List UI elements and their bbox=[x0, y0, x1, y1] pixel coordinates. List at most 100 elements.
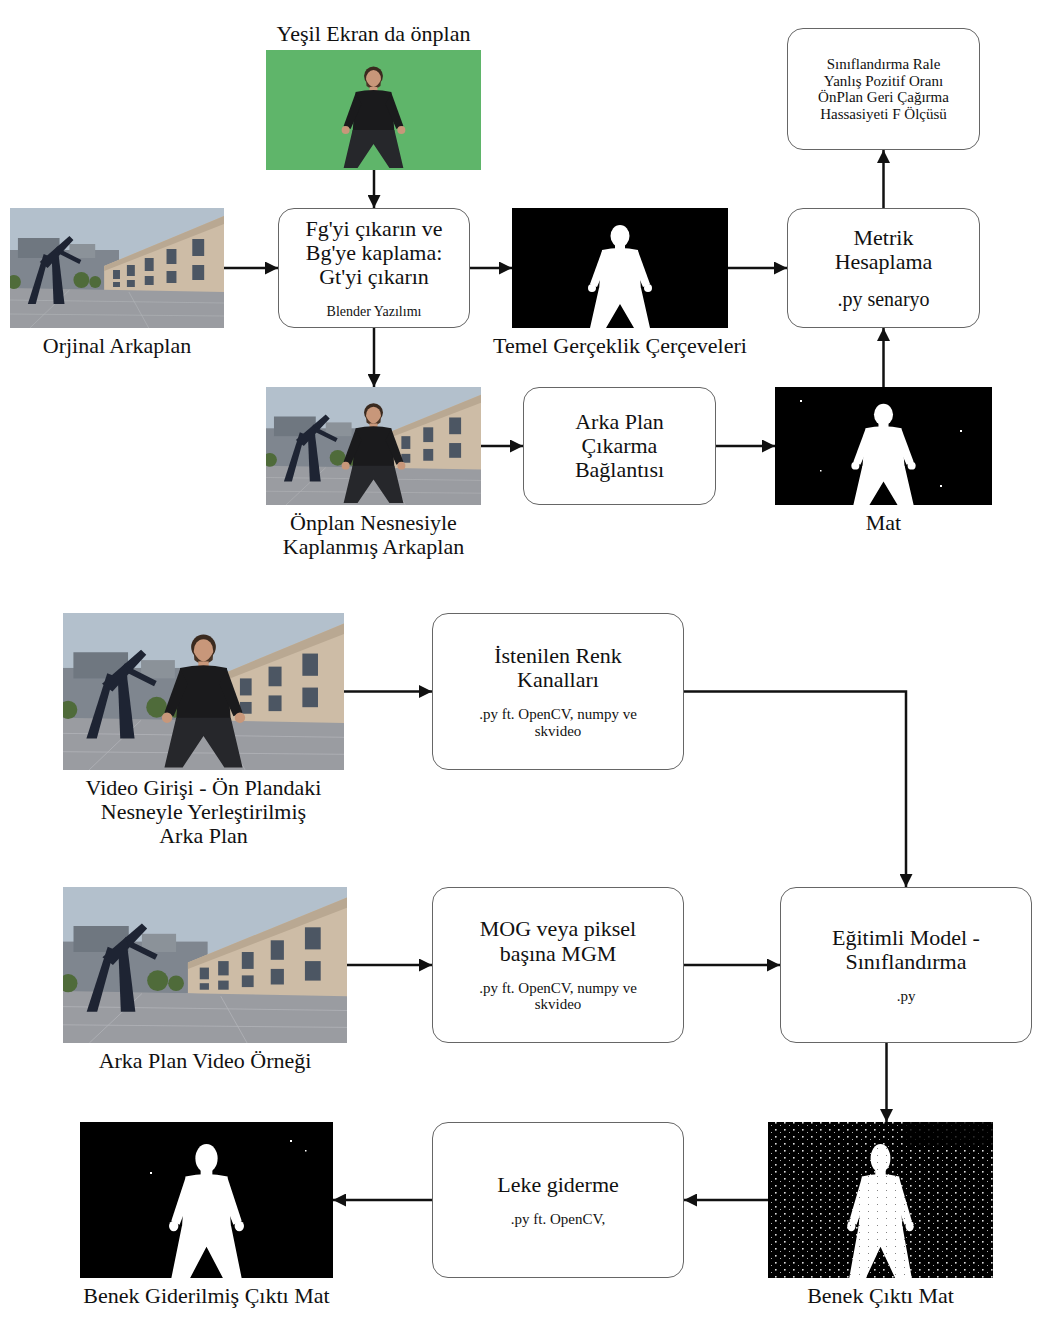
output-mat bbox=[775, 387, 992, 505]
flow-arrow bbox=[470, 267, 512, 270]
image-frame: Video Girişi - Ön Plandaki Nesneyle Yerl… bbox=[63, 613, 344, 770]
caption-holder: Temel Gerçeklik Çerçeveleri bbox=[460, 334, 780, 358]
despeckled-mat bbox=[80, 1122, 333, 1278]
illustration-part bbox=[150, 1172, 152, 1174]
box-label: Sınıflandırma Rale Yanlış Pozitif Oranı … bbox=[814, 56, 953, 122]
image-frame: Arka Plan Video Örneği bbox=[63, 887, 347, 1043]
illustration-part bbox=[342, 67, 406, 169]
image-frame: Benek Çıktı Mat bbox=[768, 1122, 993, 1278]
process-box: Arka Plan Çıkarma Bağlantısı bbox=[523, 387, 716, 505]
image-caption: Yeşil Ekran da önplan bbox=[274, 22, 474, 46]
flow-arrow bbox=[882, 150, 885, 208]
image-caption: Benek Giderilmiş Çıktı Mat bbox=[47, 1284, 367, 1308]
illustration-part bbox=[851, 404, 915, 505]
caption-holder: Mat bbox=[824, 511, 944, 535]
process-box: MOG veya piksel başına MGM .py ft. OpenCV… bbox=[432, 887, 684, 1043]
box-label: İstenilen Renk Kanalları bbox=[473, 644, 643, 692]
box-subtitle: .py bbox=[897, 988, 916, 1005]
illustration-part bbox=[800, 400, 962, 487]
green-screen-photo bbox=[266, 50, 481, 170]
image-caption: Önplan Nesnesiyle Kaplanmış Arkaplan bbox=[254, 511, 494, 559]
box-subtitle: Blender Yazılımı bbox=[327, 304, 422, 319]
illustration-part bbox=[768, 1122, 993, 1278]
process-box: Leke giderme .py ft. OpenCV, bbox=[432, 1122, 684, 1278]
illustration-part bbox=[940, 485, 942, 487]
caption-holder: Arka Plan Video Örneği bbox=[55, 1049, 355, 1073]
composite-photo bbox=[263, 387, 481, 505]
speckled-mat bbox=[768, 1122, 993, 1278]
illustration-part bbox=[169, 1144, 244, 1278]
illustration-part bbox=[820, 470, 822, 472]
illustration-part bbox=[59, 613, 344, 770]
box-label: Fg'yi çıkarın ve Bg'ye kaplama: Gt'yi çı… bbox=[293, 217, 455, 290]
illustration-part bbox=[290, 1140, 292, 1142]
box-label: MOG veya piksel başına MGM bbox=[473, 917, 643, 965]
process-box: Sınıflandırma Rale Yanlış Pozitif Oranı … bbox=[787, 28, 980, 150]
flow-arrow bbox=[347, 964, 432, 967]
process-box: Fg'yi çıkarın ve Bg'ye kaplama: Gt'yi çı… bbox=[278, 208, 470, 328]
illustration-part bbox=[960, 430, 962, 432]
flow-arrow bbox=[684, 964, 780, 967]
flow-arrow bbox=[344, 690, 432, 693]
box-subtitle: .py senaryo bbox=[837, 288, 929, 310]
flow-arrow bbox=[716, 445, 775, 448]
illustration-part bbox=[905, 1122, 993, 1146]
process-box: İstenilen Renk Kanalları .py ft. OpenCV, … bbox=[432, 613, 684, 770]
illustration-part bbox=[263, 387, 481, 505]
illustration-part bbox=[768, 1122, 993, 1278]
image-caption: Orjinal Arkaplan bbox=[7, 334, 227, 358]
image-caption: Temel Gerçeklik Çerçeveleri bbox=[460, 334, 780, 358]
image-caption: Arka Plan Video Örneği bbox=[55, 1049, 355, 1073]
flow-arrow bbox=[684, 692, 906, 888]
flow-arrow bbox=[373, 170, 376, 208]
flow-arrow bbox=[882, 328, 885, 387]
illustration-part bbox=[305, 1150, 307, 1152]
box-label: Metrik Hesaplama bbox=[802, 226, 965, 274]
caption-holder: Video Girişi - Ön Plandaki Nesneyle Yerl… bbox=[81, 776, 326, 849]
illustration-part bbox=[80, 1122, 333, 1278]
illustration-part bbox=[512, 208, 728, 328]
image-caption: Mat bbox=[824, 511, 944, 535]
box-subtitle: .py ft. OpenCV, bbox=[511, 1211, 605, 1228]
flow-arrow bbox=[885, 1043, 888, 1122]
illustration-part bbox=[162, 635, 245, 768]
box-subtitle: .py ft. OpenCV, numpy ve skvideo bbox=[473, 706, 643, 739]
image-frame: Orjinal Arkaplan bbox=[10, 208, 224, 328]
illustration-part bbox=[800, 400, 802, 402]
illustration-part bbox=[150, 1140, 307, 1174]
video-input-photo bbox=[59, 613, 344, 770]
process-box: Metrik Hesaplama .py senaryo bbox=[787, 208, 980, 328]
box-label: Leke giderme bbox=[497, 1173, 619, 1197]
image-frame: Yeşil Ekran da önplan bbox=[266, 50, 481, 170]
caption-holder: Yeşil Ekran da önplan bbox=[274, 22, 474, 46]
flow-arrow bbox=[684, 1199, 768, 1202]
caption-holder: Orjinal Arkaplan bbox=[7, 334, 227, 358]
illustration-part bbox=[775, 387, 992, 505]
caption-holder: Benek Giderilmiş Çıktı Mat bbox=[47, 1284, 367, 1308]
box-label: Arka Plan Çıkarma Bağlantısı bbox=[538, 410, 701, 483]
illustration-part bbox=[266, 50, 481, 170]
background-video-photo bbox=[59, 887, 347, 1043]
flow-arrow bbox=[333, 1199, 432, 1202]
background-photo bbox=[7, 208, 224, 328]
ground-truth-mat bbox=[512, 208, 728, 328]
illustration-part bbox=[588, 225, 652, 328]
image-caption: Video Girişi - Ön Plandaki Nesneyle Yerl… bbox=[81, 776, 326, 849]
box-label: Eğitimli Model - Sınıflandırma bbox=[811, 926, 1001, 974]
image-frame: Mat bbox=[775, 387, 992, 505]
flow-arrow bbox=[481, 445, 523, 448]
caption-holder: Önplan Nesnesiyle Kaplanmış Arkaplan bbox=[254, 511, 494, 559]
image-frame: Benek Giderilmiş Çıktı Mat bbox=[80, 1122, 333, 1278]
image-frame: Temel Gerçeklik Çerçeveleri bbox=[512, 208, 728, 328]
illustration-part bbox=[768, 1122, 993, 1278]
image-caption: Benek Çıktı Mat bbox=[751, 1284, 1011, 1308]
illustration-part bbox=[342, 403, 406, 503]
box-subtitle: .py ft. OpenCV, numpy ve skvideo bbox=[473, 980, 643, 1013]
flow-arrow bbox=[728, 267, 787, 270]
image-frame: Önplan Nesnesiyle Kaplanmış Arkaplan bbox=[266, 387, 481, 505]
process-box: Eğitimli Model - Sınıflandırma .py bbox=[780, 887, 1032, 1043]
flow-arrow bbox=[224, 267, 278, 270]
flow-arrow bbox=[373, 328, 376, 387]
